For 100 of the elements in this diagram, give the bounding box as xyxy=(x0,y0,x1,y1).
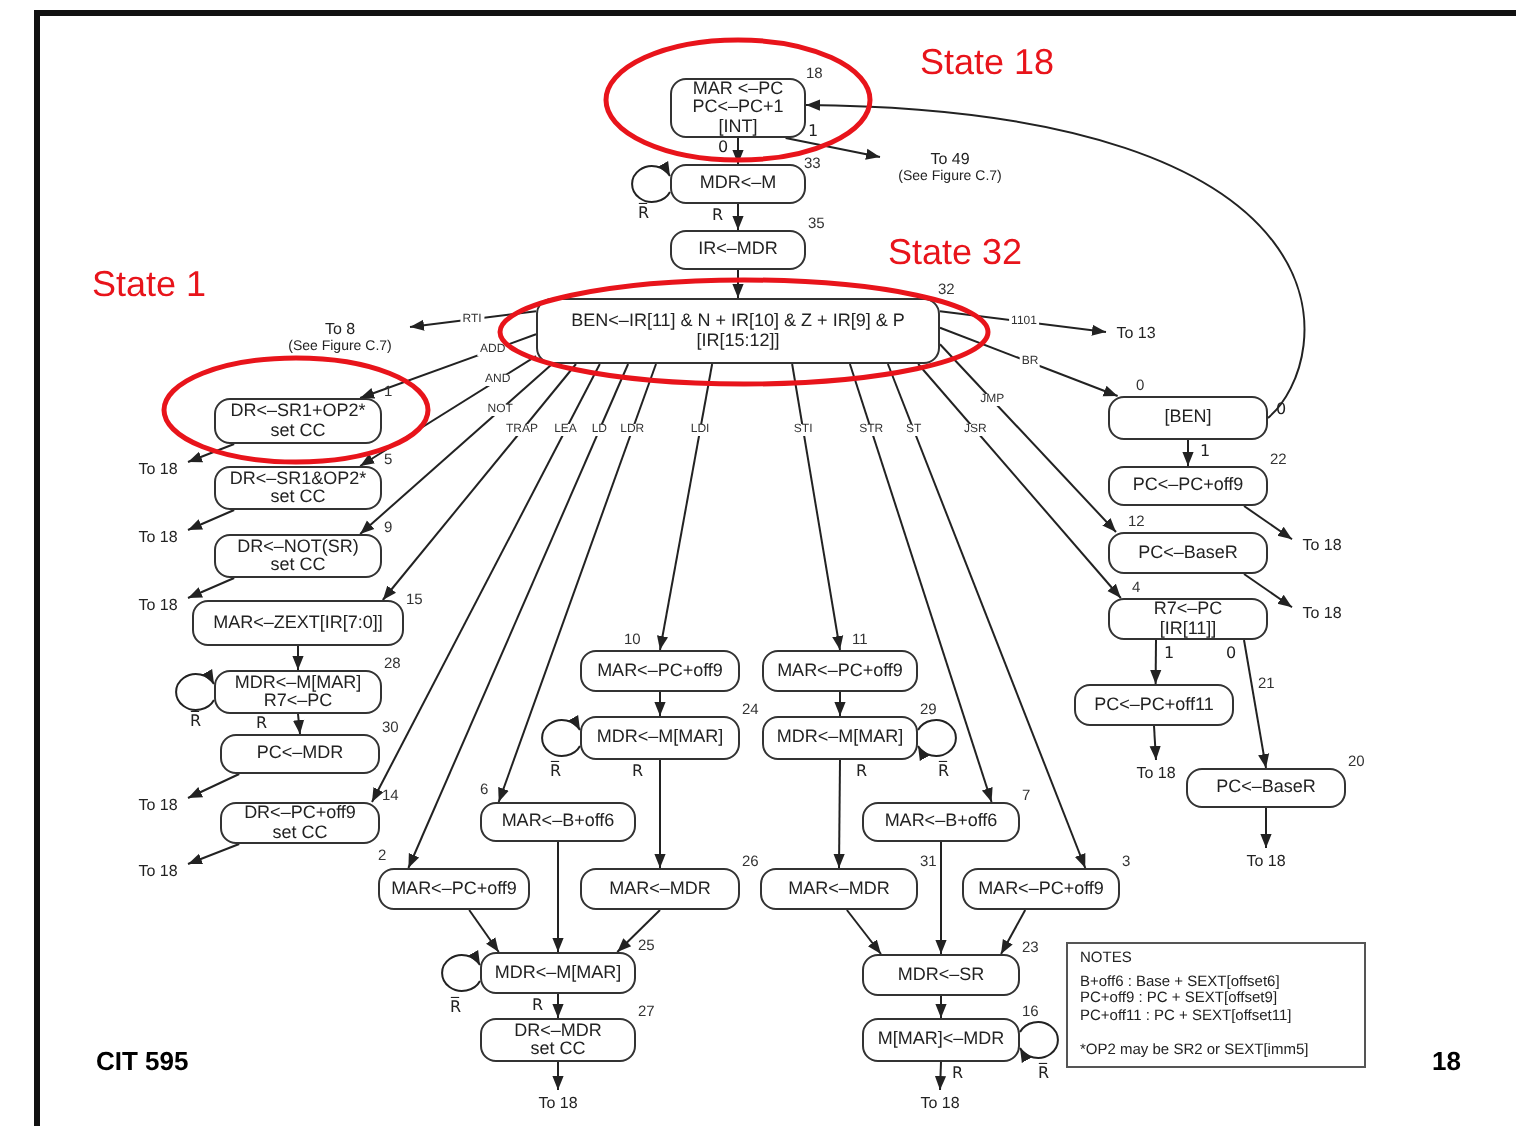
footer-text: CIT 595 xyxy=(96,1048,189,1074)
target-label: To 18 xyxy=(128,456,188,480)
transition-arrow xyxy=(805,100,1305,419)
transition-arrow xyxy=(187,443,236,463)
annotation-text: State 1 xyxy=(92,266,207,302)
target-label: To 18 xyxy=(1236,848,1296,872)
transition-arrow xyxy=(552,841,564,953)
transition-arrow xyxy=(187,509,236,531)
state-box xyxy=(220,734,380,774)
state-box xyxy=(480,802,636,842)
self-loop-arrow xyxy=(175,669,215,711)
state-box xyxy=(862,1018,1020,1062)
state-box xyxy=(862,954,1020,996)
state-box xyxy=(670,78,806,138)
state-action: [BEN] xyxy=(1164,408,1212,428)
transition-arrow xyxy=(359,363,554,535)
state-action: set CC xyxy=(272,823,328,842)
self-loop-arrow xyxy=(1019,1021,1059,1063)
transition-arrow xyxy=(359,333,537,399)
target-label: To 18 xyxy=(128,858,188,882)
state-action: PC<–BaseR xyxy=(1138,543,1238,563)
transition-arrow xyxy=(1149,725,1161,761)
state-box xyxy=(1108,466,1268,506)
self-loop-arrow xyxy=(631,161,671,203)
transition-arrow xyxy=(497,363,657,803)
condition-label: R xyxy=(712,208,724,224)
state-box xyxy=(760,868,918,910)
target-label: To 18 xyxy=(1126,760,1186,784)
target-label: To 18 xyxy=(910,1090,970,1114)
state-action: R7<–PC xyxy=(263,692,333,711)
condition-label: R xyxy=(952,1066,964,1082)
condition-label: R̅ xyxy=(550,764,562,780)
condition-label: R xyxy=(532,998,544,1014)
annotation-text: State 32 xyxy=(888,234,1023,270)
target-label: To 8 xyxy=(324,320,356,338)
transition-arrow xyxy=(409,310,537,331)
transition-arrow xyxy=(834,691,846,717)
target-label: To 18 xyxy=(128,792,188,816)
transition-arrow xyxy=(654,759,666,869)
transition-arrow xyxy=(848,363,993,803)
state-box xyxy=(536,298,940,364)
transition-arrow xyxy=(187,773,241,799)
state-box xyxy=(1074,684,1234,726)
transition-arrow xyxy=(845,909,882,955)
condition-label: 1 xyxy=(808,124,819,140)
self-loop-arrow xyxy=(541,715,581,757)
transition-arrow xyxy=(293,713,305,735)
transition-arrow xyxy=(939,343,1117,533)
transition-arrow xyxy=(917,363,1122,599)
state-box xyxy=(1186,768,1346,808)
state-action: set CC xyxy=(270,556,326,575)
state-action: MAR<–MDR xyxy=(609,879,711,899)
state-box xyxy=(670,230,806,270)
state-action: MAR<–B+off6 xyxy=(501,812,615,832)
state-action: PC<–MDR xyxy=(256,744,344,764)
state-action: set CC xyxy=(530,1040,586,1059)
state-action: [IR[11]] xyxy=(1159,619,1217,638)
state-action: [INT] xyxy=(718,117,758,137)
state-action: PC<–PC+off9 xyxy=(1132,476,1244,496)
state-action: MAR <–PC xyxy=(692,79,784,99)
transition-arrow xyxy=(1150,639,1162,685)
state-action: MAR<–PC+off9 xyxy=(777,661,903,681)
transition-arrow xyxy=(552,993,564,1019)
state-box xyxy=(1108,396,1268,440)
condition-label: R̅ xyxy=(450,1000,462,1016)
state-box xyxy=(762,650,918,692)
notes-box xyxy=(1066,942,1366,1068)
state-action: DR<–PC+off9 xyxy=(244,804,356,823)
state-action: set CC xyxy=(270,421,326,440)
transition-arrow xyxy=(1182,439,1194,467)
state-box xyxy=(580,868,740,910)
transition-arrow xyxy=(732,137,744,165)
transition-arrow xyxy=(292,645,304,671)
state-box xyxy=(220,802,380,844)
condition-label: R xyxy=(856,764,868,780)
target-label: To 13 xyxy=(1106,320,1166,344)
state-action: MDR<–M[MAR] xyxy=(494,963,622,983)
page-number: 18 xyxy=(1432,1048,1461,1074)
transition-arrow xyxy=(935,995,947,1019)
state-action: MDR<–M[MAR] xyxy=(776,728,904,748)
condition-label: R xyxy=(632,764,644,780)
target-label: To 18 xyxy=(528,1090,588,1114)
condition-label: 1 xyxy=(1164,646,1175,662)
state-action: PC<–PC+1 xyxy=(692,98,784,118)
transition-arrow xyxy=(654,691,666,717)
state-box xyxy=(962,868,1120,910)
state-box xyxy=(580,716,740,760)
state-box xyxy=(580,650,740,692)
state-action: DR<–SR1&OP2* xyxy=(229,469,367,488)
transition-arrow xyxy=(934,1061,947,1091)
transition-arrow xyxy=(407,363,630,869)
condition-label: 1 xyxy=(1200,444,1211,460)
state-action: MAR<–ZEXT[IR[7:0]] xyxy=(213,613,383,633)
state-action: MAR<–PC+off9 xyxy=(597,661,723,681)
transition-arrow xyxy=(732,203,744,231)
self-loop-arrow xyxy=(917,719,957,761)
transition-arrow xyxy=(1000,909,1027,955)
transition-arrow xyxy=(833,759,845,869)
state-box xyxy=(480,952,636,994)
target-label: To 18 xyxy=(1292,532,1352,556)
